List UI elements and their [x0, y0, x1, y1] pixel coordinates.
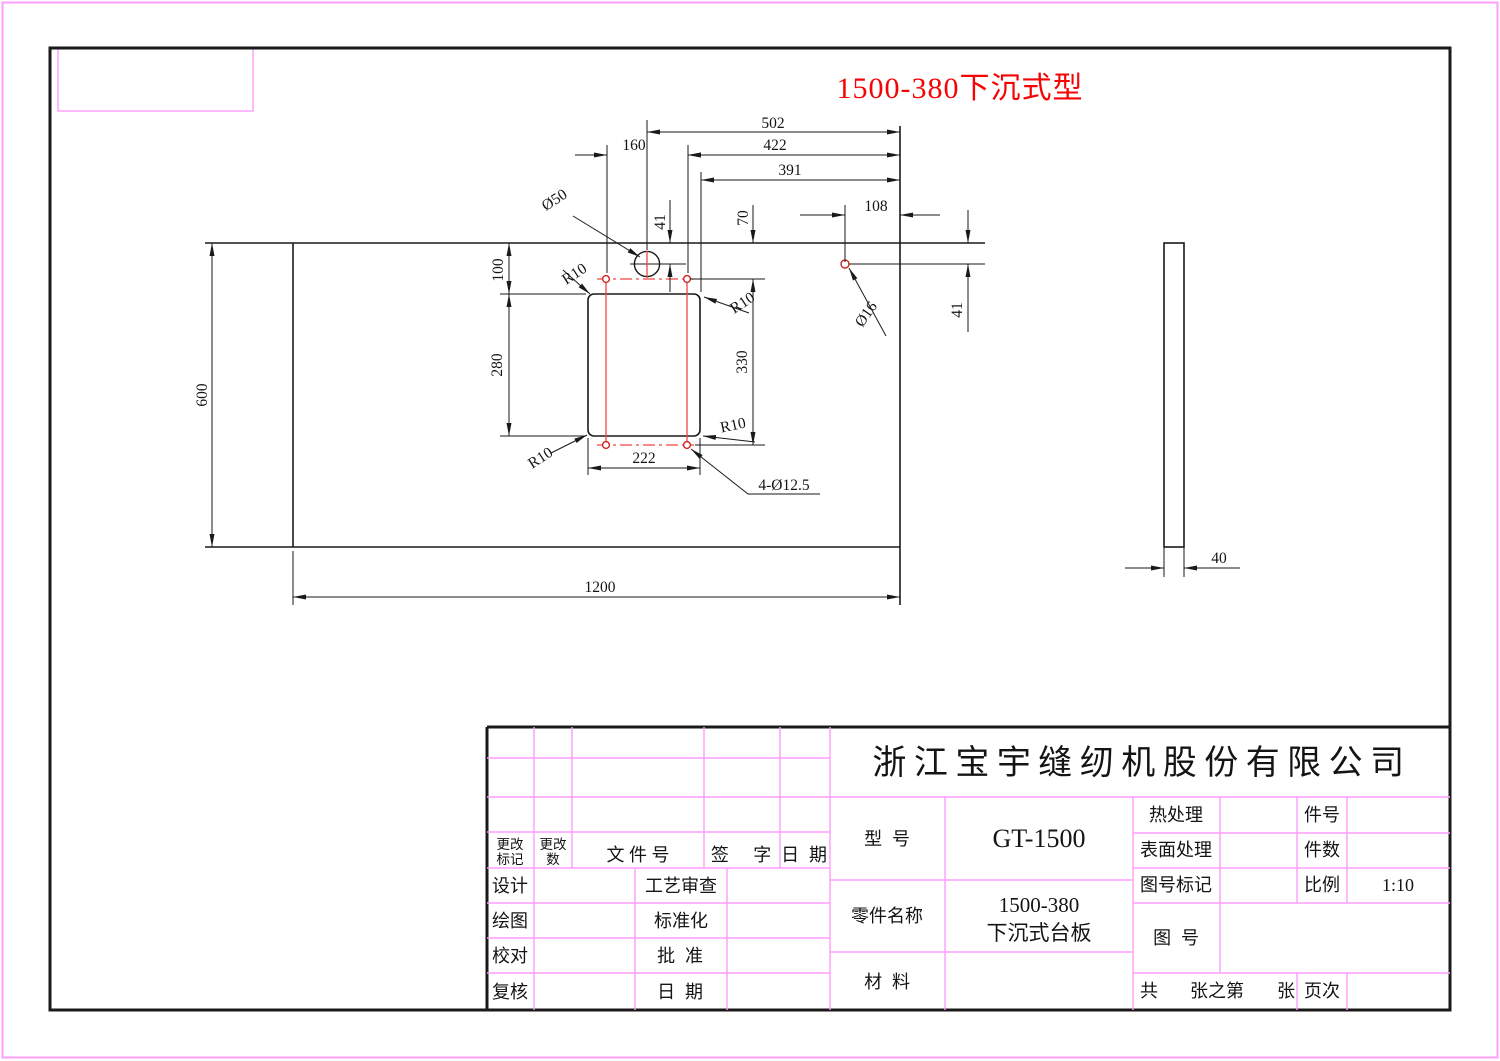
leader-corner-holes: [690, 448, 820, 495]
standardization-label: 标准化: [654, 911, 708, 931]
scale-value: 1:10: [1382, 875, 1414, 895]
process-review-label: 工艺审查: [645, 876, 717, 896]
label-dia50: Ø50: [539, 186, 571, 215]
dim-280: 280: [489, 353, 506, 377]
side-view: 40: [1125, 242, 1240, 577]
dim-40: 40: [1211, 550, 1227, 567]
corner-hole-bottom-right: [682, 440, 692, 450]
drawing-mark-label: 图号标记: [1140, 875, 1212, 895]
dim-330: 330: [734, 350, 751, 374]
drawing-no-label: 图号: [1153, 928, 1209, 948]
label-r10-top-right: R10: [727, 289, 758, 317]
part-name-value-line1: 1500-380: [999, 893, 1080, 917]
dim-391: 391: [778, 162, 801, 179]
recheck-label: 复核: [492, 982, 528, 1002]
dim-41-left: 41: [652, 214, 669, 230]
scale-label: 比例: [1304, 875, 1340, 895]
dim-41-right: 41: [949, 302, 966, 318]
sheets-label-part2: 张之第: [1190, 981, 1244, 1001]
title-block: 浙江宝宇缝纫机股份有限公司 更改 标记 更改 数 文 件 号 签 字 日期 设计…: [485, 725, 1450, 1010]
rev-count-label-l2: 数: [546, 852, 560, 867]
design-label: 设计: [492, 876, 528, 896]
label-r10-bottom-left: R10: [525, 444, 556, 472]
dim-100: 100: [490, 258, 507, 282]
draw-label: 绘图: [492, 911, 528, 931]
label-corner-holes: 4-Ø12.5: [758, 477, 809, 494]
sign-label: 签 字: [711, 845, 781, 865]
cutout-rounded-rect: [587, 293, 701, 437]
rev-mark-label-l1: 更改: [497, 837, 525, 852]
leader-r10-top-right: [703, 296, 750, 314]
approve-label: 批准: [657, 946, 713, 966]
dim-160: 160: [622, 137, 646, 154]
heat-treat-label: 热处理: [1149, 805, 1203, 825]
leader-dia16: [848, 267, 887, 337]
corner-hole-top-right: [682, 274, 692, 284]
sheets-label-part1: 共: [1140, 981, 1158, 1001]
rev-mark-label-l2: 标记: [497, 852, 524, 867]
dim-70: 70: [735, 210, 752, 226]
dim-600: 600: [194, 383, 211, 407]
sheets-label-part3: 张: [1277, 981, 1295, 1001]
surface-treat-label: 表面处理: [1140, 840, 1212, 860]
model-label: 型号: [864, 829, 920, 849]
side-view-outline: [1163, 242, 1185, 548]
date-label: 日期: [781, 845, 837, 865]
page-label: 页次: [1304, 981, 1340, 1001]
leader-r10-top-left: [562, 269, 591, 295]
dim-502: 502: [761, 115, 784, 132]
part-qty-label: 件数: [1304, 840, 1340, 860]
corner-hole-bottom-left: [601, 440, 611, 450]
leader-dia50: [572, 215, 641, 258]
rev-count-label-l1: 更改: [540, 837, 568, 852]
part-name-value-line2: 下沉式台板: [987, 921, 1092, 945]
corner-hole-top-left: [601, 274, 611, 284]
label-dia16: Ø16: [852, 298, 881, 330]
drawing-title: 1500-380下沉式型: [837, 72, 1084, 105]
leader-r10-bottom-left: [550, 434, 588, 454]
model-value: GT-1500: [993, 824, 1086, 853]
company-name: 浙江宝宇缝纫机股份有限公司: [872, 744, 1411, 782]
file-no-label: 文 件 号: [607, 845, 670, 865]
date2-label: 日期: [657, 982, 713, 1002]
main-view: [205, 126, 985, 605]
drawing-frame: [48, 46, 1452, 1012]
proofread-label: 校对: [492, 946, 528, 966]
dim-222: 222: [632, 450, 655, 467]
label-r10-top-left: R10: [559, 260, 590, 288]
leader-r10-bottom-right: [702, 435, 756, 443]
material-label: 材料: [864, 972, 920, 992]
label-r10-bottom-right: R10: [719, 415, 748, 437]
dimensions: 502 160 422 391 108 222 1200 600 100 280…: [194, 115, 985, 605]
dim-422: 422: [763, 137, 786, 154]
part-no-label: 件号: [1304, 805, 1340, 825]
dim-108: 108: [864, 198, 888, 215]
dim-1200: 1200: [585, 579, 616, 596]
corner-reference-box: [57, 47, 254, 112]
part-name-label: 零件名称: [851, 906, 923, 926]
